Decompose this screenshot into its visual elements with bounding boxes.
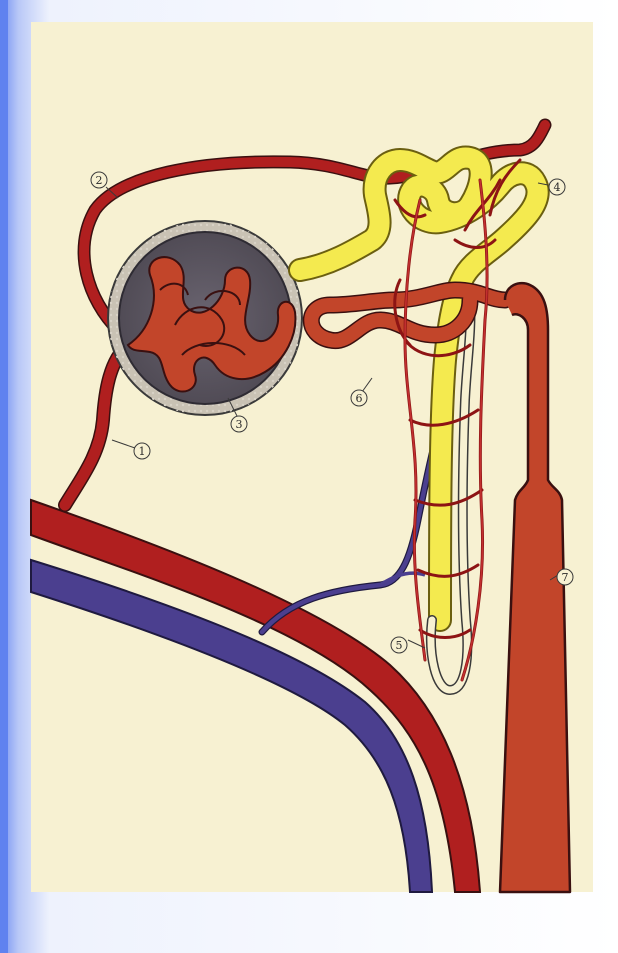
callout-6: 6: [351, 390, 367, 406]
callout-3: 3: [231, 416, 247, 432]
callout-2: 2: [91, 172, 107, 188]
callout-1: 1: [134, 443, 150, 459]
callout-4: 4: [549, 179, 565, 195]
callout-7-text: 7: [562, 571, 569, 584]
callout-3-text: 3: [236, 418, 243, 431]
callout-1-text: 1: [139, 445, 146, 458]
callout-7: 7: [557, 569, 573, 585]
callout-6-text: 6: [356, 392, 363, 405]
callout-4-text: 4: [554, 181, 561, 194]
callout-5: 5: [391, 637, 407, 653]
callout-5-text: 5: [396, 639, 403, 652]
callout-2-text: 2: [96, 174, 103, 187]
frame-left-edge: [0, 0, 8, 953]
